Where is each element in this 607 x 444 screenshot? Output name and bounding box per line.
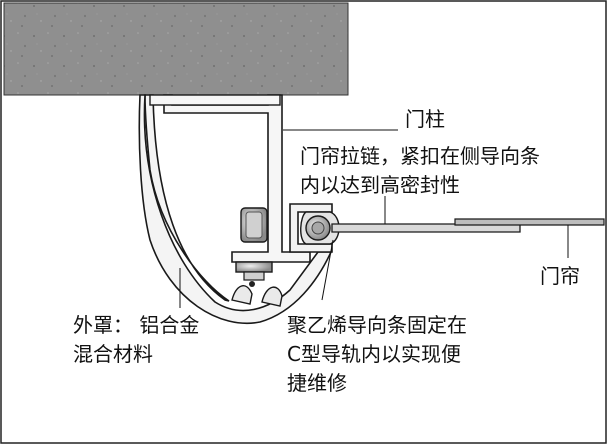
bracket-top-plate [149, 94, 281, 106]
label-guide-line1: 聚乙烯导向条固定在 [287, 313, 467, 337]
bolt-tip [249, 281, 255, 287]
cover-rib [231, 285, 253, 305]
bolt-thread [243, 271, 265, 281]
label-guide-line2: C型导轨内以实现便 [287, 342, 461, 366]
curtain-sheet [454, 218, 605, 226]
label-door-post: 门柱 [405, 107, 445, 131]
zipper-bead-core [311, 221, 325, 235]
bolt-head-face [245, 211, 263, 239]
label-curtain: 门帘 [540, 264, 580, 288]
outer-cover [144, 94, 230, 302]
label-cover-line1: 外罩： 铝合金 [73, 313, 199, 337]
label-cover-line2: 混合材料 [73, 342, 153, 366]
concrete-block [3, 2, 349, 96]
outer-cover-shell [138, 94, 333, 324]
nut [235, 261, 273, 273]
c-rail [289, 203, 333, 253]
leader-guide [321, 239, 334, 301]
label-zipper-line1: 门帘拉链，紧扣在侧导向条 [300, 144, 540, 168]
label-guide-line3: 捷维修 [287, 371, 347, 395]
label-zipper-line2: 内以达到高密封性 [300, 173, 460, 197]
cover-rib [261, 286, 283, 307]
